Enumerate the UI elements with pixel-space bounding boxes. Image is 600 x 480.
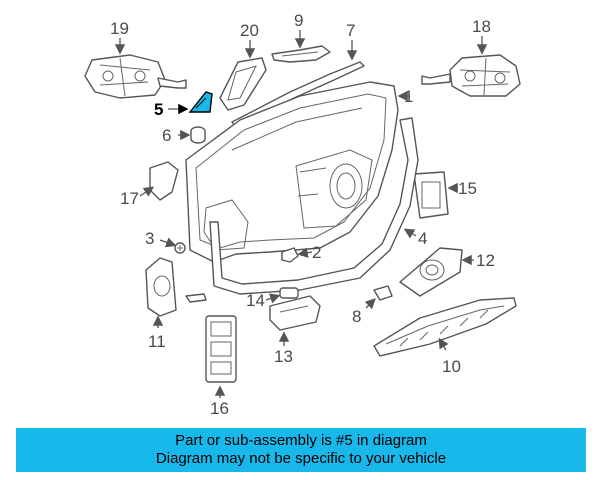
part-17-bracket [139,161,179,201]
part-16-window-switch-panel [205,315,237,398]
banner-line-part: Part or sub-assembly is #5 in diagram [175,432,427,449]
callout-20: 20 [240,21,259,40]
callout-18: 18 [472,17,491,36]
callout-3: 3 [145,229,154,248]
callout-10: 10 [442,357,461,376]
part-19-window-regulator [84,38,187,99]
callout-12: 12 [476,251,495,270]
callout-11: 11 [148,332,166,351]
part-18-window-regulator [421,36,521,97]
part-13-switch-housing [269,295,321,346]
callout-15: 15 [458,179,477,198]
part-3-screw [159,237,186,254]
part-5-mirror-cover-highlighted [168,91,213,115]
callout-6: 6 [162,126,171,145]
callout-14: 14 [246,291,265,310]
callout-17: 17 [120,189,139,208]
callout-19: 19 [110,19,129,38]
callout-1: 1 [404,87,413,106]
info-banner: Part or sub-assembly is #5 in diagram Di… [16,428,586,472]
callout-8: 8 [352,307,361,326]
part-9-upper-trim [271,30,331,63]
part-10-armrest-trim [373,297,517,357]
callout-7: 7 [346,21,355,40]
callout-13: 13 [274,347,293,366]
part-8-clip [364,285,393,310]
callout-16: 16 [210,399,229,418]
banner-line-disclaimer: Diagram may not be specific to your vehi… [155,450,447,467]
callout-9: 9 [294,11,303,30]
part-4-weatherstrip [209,117,419,295]
part-6-plug [178,126,206,144]
part-20-handle-housing [219,40,267,111]
callout-4: 4 [418,229,427,248]
part-11-speaker-housing [145,257,207,328]
callout-5: 5 [154,100,163,119]
part-14-small-switch [265,287,299,304]
part-2-clip [281,247,313,263]
part-12-speaker-cover [399,247,474,297]
callout-2: 2 [312,243,321,262]
parts-diagram: 19 20 9 7 18 5 6 [84,11,521,418]
part-15-switch [413,171,458,219]
